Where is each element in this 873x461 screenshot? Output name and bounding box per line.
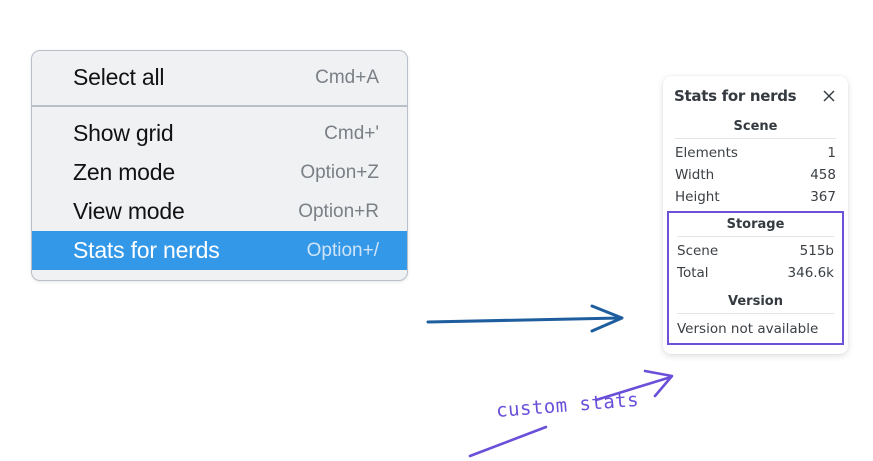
menu-group-2: Show grid Cmd+' Zen mode Option+Z View m…: [32, 105, 407, 280]
menu-item-show-grid[interactable]: Show grid Cmd+': [32, 114, 407, 153]
menu-item-label: Stats for nerds: [73, 237, 220, 263]
stat-row-height: Height 367: [674, 186, 837, 208]
stat-row-storage-total: Total 346.6k: [676, 262, 835, 284]
stats-for-nerds-panel: Stats for nerds Scene Elements 1 Width 4…: [663, 76, 848, 354]
menu-item-shortcut: Cmd+A: [315, 66, 379, 88]
stat-row-elements: Elements 1: [674, 142, 837, 164]
menu-item-zen-mode[interactable]: Zen mode Option+Z: [32, 153, 407, 192]
stat-key: Total: [677, 265, 709, 281]
menu-item-shortcut: Cmd+': [324, 122, 379, 144]
menu-item-shortcut: Option+Z: [300, 161, 379, 183]
stat-row-width: Width 458: [674, 164, 837, 186]
blue-arrow: [426, 304, 624, 333]
section-title-version: Version: [728, 294, 783, 309]
stats-panel-header: Stats for nerds: [674, 87, 837, 105]
purple-underline-stroke: [468, 425, 548, 458]
menu-item-label: Zen mode: [73, 159, 175, 185]
close-icon[interactable]: [821, 88, 837, 104]
version-not-available-text: Version not available: [677, 321, 819, 337]
section-title-scene: Scene: [733, 119, 778, 134]
menu-item-view-mode[interactable]: View mode Option+R: [32, 192, 407, 231]
menu-item-label: View mode: [73, 198, 185, 224]
menu-item-label: Select all: [73, 64, 165, 90]
stat-value: 367: [810, 189, 836, 205]
stats-panel-title: Stats for nerds: [674, 87, 797, 105]
annotation-label-custom-stats: custom stats: [495, 388, 640, 422]
section-divider: [675, 138, 836, 139]
menu-group-1: Select all Cmd+A: [32, 51, 407, 105]
section-title-storage: Storage: [726, 217, 785, 232]
menu-item-shortcut: Option+/: [306, 239, 379, 261]
menu-item-label: Show grid: [73, 120, 174, 146]
stat-key: Width: [675, 167, 715, 183]
stats-section-version: Version Version not available: [676, 292, 835, 339]
context-menu: Select all Cmd+A Show grid Cmd+' Zen mod…: [31, 50, 408, 281]
stat-value: 458: [810, 167, 836, 183]
stats-section-storage: Storage Scene 515b Total 346.6k: [676, 215, 835, 284]
menu-item-stats-for-nerds[interactable]: Stats for nerds Option+/: [32, 231, 407, 270]
stat-key: Height: [675, 189, 720, 205]
stat-value: 515b: [799, 243, 834, 259]
stat-row-storage-scene: Scene 515b: [676, 240, 835, 262]
custom-stats-highlight-box: Storage Scene 515b Total 346.6k Version …: [667, 211, 844, 345]
menu-item-select-all[interactable]: Select all Cmd+A: [32, 58, 407, 97]
stats-section-scene: Scene Elements 1 Width 458 Height 367: [674, 117, 837, 208]
stat-key: Scene: [677, 243, 719, 259]
menu-item-shortcut: Option+R: [298, 200, 379, 222]
stat-key: Elements: [675, 145, 738, 161]
section-divider: [677, 313, 834, 314]
stat-value: 1: [827, 145, 836, 161]
section-divider: [677, 236, 834, 237]
stat-value: 346.6k: [787, 265, 834, 281]
